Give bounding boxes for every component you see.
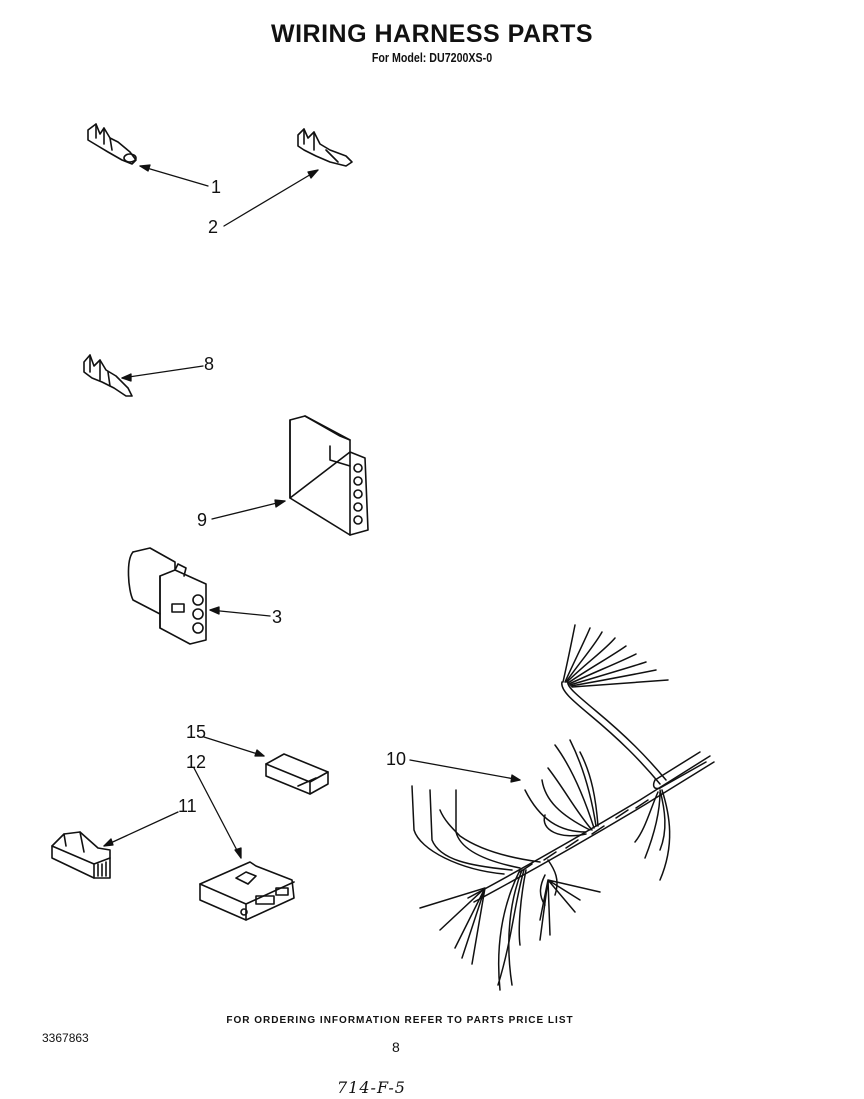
callout-12: 12 (186, 752, 206, 772)
part-9-connector (289, 415, 369, 536)
part-11-connector (51, 831, 111, 879)
page-number: 8 (392, 1039, 400, 1055)
part-10-wiring-harness (411, 624, 715, 991)
part-1-terminal (87, 123, 137, 165)
part-3-connector (127, 547, 207, 645)
part-12-connector (199, 861, 295, 921)
callout-10: 10 (386, 749, 406, 769)
callout-3: 3 (272, 607, 282, 627)
part-2-terminal (297, 128, 353, 167)
part-15-block (265, 753, 329, 795)
part-8-terminal (83, 354, 133, 397)
handwritten-code: 714-F-5 (337, 1078, 406, 1097)
document-number: 3367863 (42, 1031, 89, 1045)
callout-9: 9 (197, 510, 207, 530)
callout-8: 8 (204, 354, 214, 374)
callout-1: 1 (211, 177, 221, 197)
ordering-info-note: FOR ORDERING INFORMATION REFER TO PARTS … (226, 1015, 574, 1026)
leader-arrows (103, 164, 521, 859)
callout-11: 11 (178, 796, 197, 816)
callout-15: 15 (186, 722, 206, 742)
page-title: WIRING HARNESS PARTS (270, 20, 594, 48)
model-subtitle: For Model: DU7200XS-0 (371, 50, 493, 65)
callout-2: 2 (208, 217, 218, 237)
